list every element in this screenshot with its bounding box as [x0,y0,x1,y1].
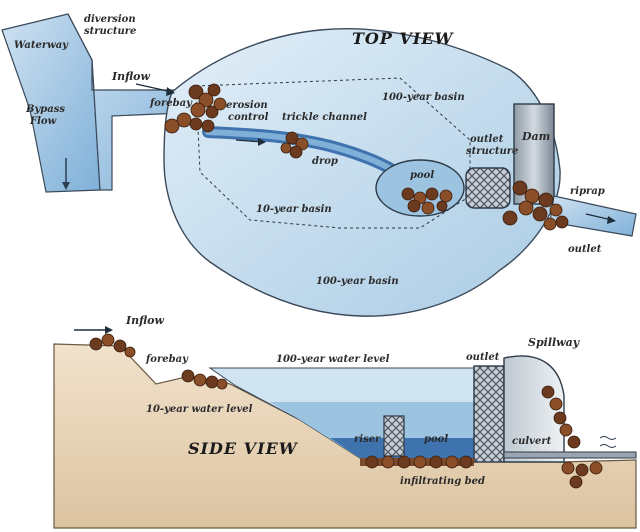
spillway-label: Spillway [528,336,581,349]
erosion-control-label-line2: control [228,112,269,123]
forebay-rocks-side [181,369,228,390]
top-view-title: TOP VIEW [352,29,455,48]
side-view-title: SIDE VIEW [188,439,299,458]
riser-label: riser [354,434,381,445]
top-view: TOP VIEW diversion structure Waterway By… [1,13,637,317]
inflow-label: Inflow [111,70,150,83]
outlet-structure-label-line1: outlet [470,134,504,145]
water-level-10-label: 10-year water level [146,404,253,415]
outlet-structure-grate [465,167,511,209]
pool-label-side: pool [424,434,448,445]
inflow-label-side: Inflow [125,314,164,327]
bypass-flow-label-line2: Flow [29,116,57,127]
trickle-channel-label: trickle channel [282,112,367,123]
water-level-100-label: 100-year water level [276,354,390,365]
culvert-pipe [503,451,637,459]
infiltrating-bed-label: infiltrating bed [400,476,485,487]
riser [383,415,405,457]
side-view: Inflow forebay 100-year water level 10-y… [53,314,637,529]
culvert-label: culvert [512,436,552,447]
drop-rocks [280,131,309,159]
inflow-arrow [135,83,173,93]
riprap-rocks [502,180,569,231]
basin-10-year-label: 10-year basin [256,204,332,215]
diversion-structure-label-line2: structure [84,26,136,37]
dam-label: Dam [521,130,550,143]
inflow-rocks-side [89,333,136,358]
outlet-structure-label-line2: structure [466,146,518,157]
spillway-rocks-side [541,385,603,489]
bed-rocks-side [365,455,473,469]
bypass-flow-label-line1: Bypass [25,104,65,115]
forebay-riprap-rocks [164,83,227,134]
diversion-structure-label-line1: diversion [84,14,136,25]
forebay-label: forebay [149,98,193,109]
pool-label-top: pool [410,170,434,181]
basin-10-year-boundary [195,77,471,229]
outlet-label-side: outlet [466,352,500,363]
erosion-control-label-line1: erosion [226,100,268,111]
forebay-label-side: forebay [145,354,189,365]
outlet-label-top: outlet [568,244,602,255]
basin-100-year [163,28,561,317]
riprap-label: riprap [570,186,605,197]
basin-100-year-label-bottom: 100-year basin [316,276,399,287]
waterway-label: Waterway [14,40,69,51]
flow-arrow-channel [235,139,263,143]
drop-label: drop [312,156,338,167]
basin-100-year-label-top: 100-year basin [382,92,465,103]
pool-rocks [401,187,453,215]
outlet-riser-structure [473,365,505,463]
